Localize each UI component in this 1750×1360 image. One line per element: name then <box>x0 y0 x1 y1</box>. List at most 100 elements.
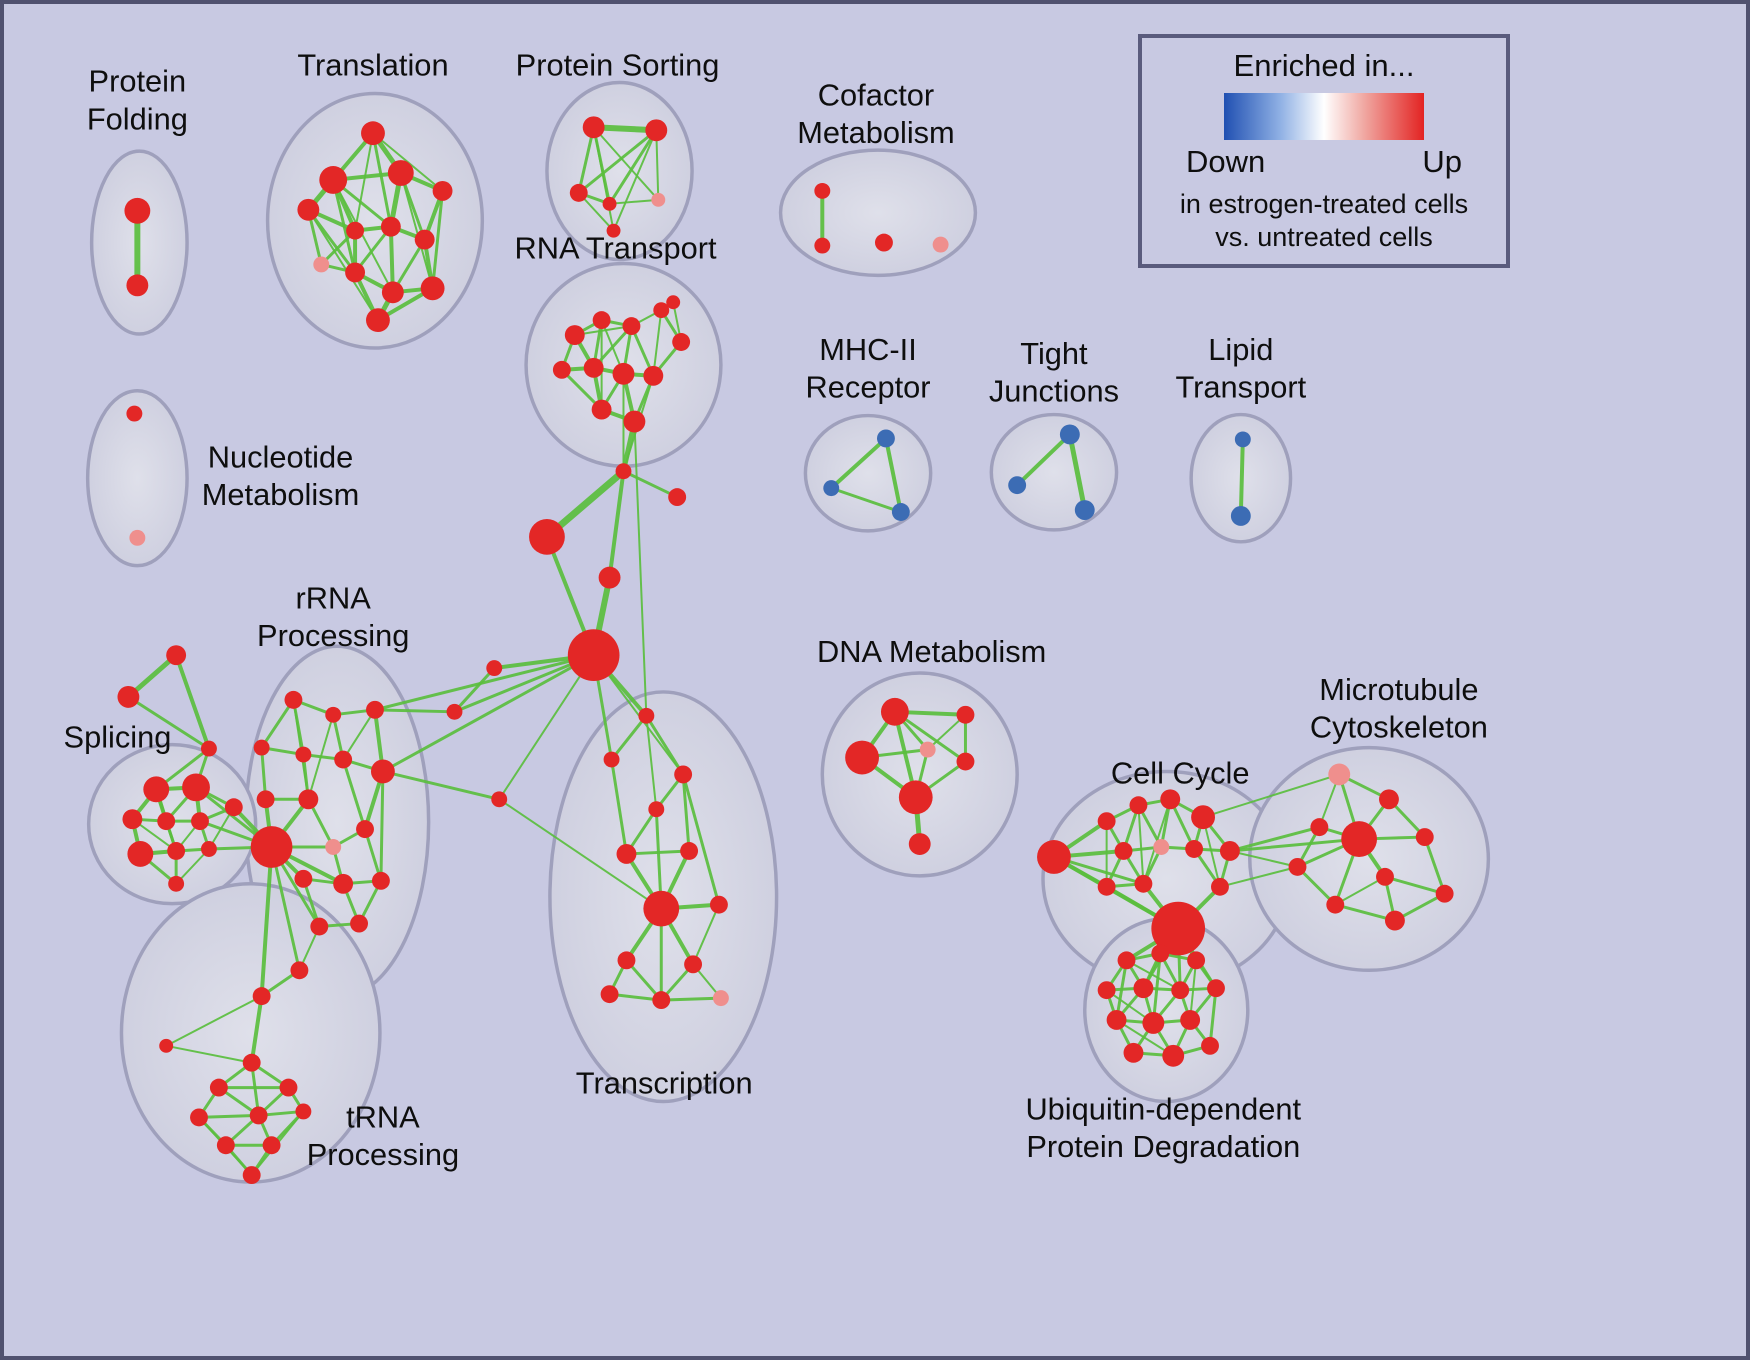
network-edge <box>306 208 357 274</box>
gene-set-node <box>325 839 342 855</box>
gene-set-node <box>875 233 893 252</box>
gene-set-node <box>643 890 680 927</box>
gene-set-node <box>1310 818 1329 837</box>
network-edge <box>1228 825 1321 853</box>
network-edge <box>681 772 721 907</box>
gene-set-node <box>680 842 699 860</box>
gene-set-node <box>294 869 313 888</box>
network-edge <box>498 798 663 910</box>
cluster-ellipse-mhc-ii-receptor <box>803 413 933 533</box>
network-edge <box>354 132 374 232</box>
gene-set-node <box>1134 874 1153 893</box>
gene-set-node <box>919 741 936 758</box>
cluster-label-dna-metabolism: DNA Metabolism <box>817 634 1046 669</box>
cluster-label-splicing: Splicing <box>64 720 172 755</box>
gene-set-node <box>845 740 879 775</box>
cluster-label-rna-transport: RNA Transport <box>515 230 717 265</box>
gene-set-node <box>446 703 463 720</box>
gene-set-node <box>159 1038 174 1053</box>
gene-set-node <box>279 1078 298 1097</box>
legend-gradient-bar <box>1224 93 1424 140</box>
gene-set-node <box>616 844 637 864</box>
network-edge <box>249 994 264 1065</box>
network-edge <box>621 469 679 499</box>
gene-set-node <box>1288 857 1307 876</box>
network-edge <box>1202 773 1341 819</box>
gene-set-node <box>325 706 342 723</box>
gene-set-node <box>1160 789 1181 810</box>
gene-set-node <box>117 685 140 708</box>
gene-set-node <box>122 809 143 830</box>
network-edge <box>165 995 263 1047</box>
network-edge <box>592 126 660 201</box>
network-edge <box>165 1044 253 1064</box>
gene-set-node <box>387 160 414 186</box>
gene-set-node <box>1376 867 1394 886</box>
gene-set-node <box>420 276 445 301</box>
gene-set-node <box>313 256 330 273</box>
gene-set-node <box>224 798 243 817</box>
gene-set-node <box>486 660 503 677</box>
gene-set-node <box>645 119 668 142</box>
gene-set-node <box>606 223 621 238</box>
gene-set-node <box>1129 796 1148 815</box>
gene-set-node <box>651 192 666 207</box>
gene-set-node <box>602 196 617 211</box>
gene-set-node <box>1234 431 1251 448</box>
network-edge <box>1228 837 1361 853</box>
gene-set-node <box>361 121 385 146</box>
gene-set-node <box>319 166 348 194</box>
gene-set-node <box>1114 842 1133 860</box>
network-edge <box>577 125 596 195</box>
gene-set-node <box>127 841 154 867</box>
gene-set-node <box>1151 944 1170 963</box>
network-edge <box>388 224 395 295</box>
gene-set-node <box>652 991 671 1010</box>
gene-set-node <box>1435 884 1454 903</box>
gene-set-node <box>345 262 366 283</box>
gene-set-node <box>1171 981 1190 1000</box>
gene-set-node <box>1117 951 1136 970</box>
network-edge <box>633 420 648 717</box>
nodes-layer <box>117 116 1454 1185</box>
network-edge <box>607 469 626 580</box>
network-edge <box>644 714 685 776</box>
network-edge <box>307 208 379 322</box>
cluster-label-transcription: Transcription <box>576 1066 753 1101</box>
network-edge <box>175 848 210 885</box>
gene-set-node <box>617 951 636 970</box>
network-edge <box>373 708 456 714</box>
network-edge <box>681 772 691 853</box>
network-edge <box>381 653 596 773</box>
gene-set-node <box>126 405 143 422</box>
gene-set-node <box>1191 805 1215 830</box>
gene-set-node <box>1328 763 1351 786</box>
gene-set-node <box>371 871 390 890</box>
legend: Enriched in... Down Up in estrogen-treat… <box>1138 34 1510 268</box>
gene-set-node <box>414 229 435 250</box>
network-edge <box>1218 865 1299 888</box>
gene-set-node <box>709 895 728 914</box>
cluster-label-translation: Translation <box>297 48 448 83</box>
gene-set-node <box>567 629 620 681</box>
gene-set-node <box>1185 840 1204 858</box>
gene-set-node <box>932 236 949 253</box>
gene-set-node <box>256 790 275 809</box>
gene-set-node <box>191 812 209 831</box>
cluster-label-lipid-transport: Lipid <box>1208 332 1273 367</box>
gene-set-node <box>1180 1010 1201 1030</box>
network-edge <box>381 769 501 801</box>
gene-set-node <box>356 820 374 839</box>
gene-set-node <box>1151 901 1206 956</box>
cluster-ellipse-microtubule-cytoskeleton <box>1248 745 1491 973</box>
gene-set-node <box>880 697 909 726</box>
gene-set-node <box>333 873 354 894</box>
gene-set-node <box>250 826 293 868</box>
gene-set-node <box>898 780 933 815</box>
gene-set-node <box>252 987 271 1006</box>
cluster-label-cofactor-metabolism: Cofactor <box>818 77 934 112</box>
network-edge <box>399 172 434 290</box>
cluster-ellipse-dna-metabolism <box>820 671 1019 878</box>
network-edge <box>363 827 383 883</box>
cluster-label-protein-sorting: Protein Sorting <box>516 48 720 83</box>
